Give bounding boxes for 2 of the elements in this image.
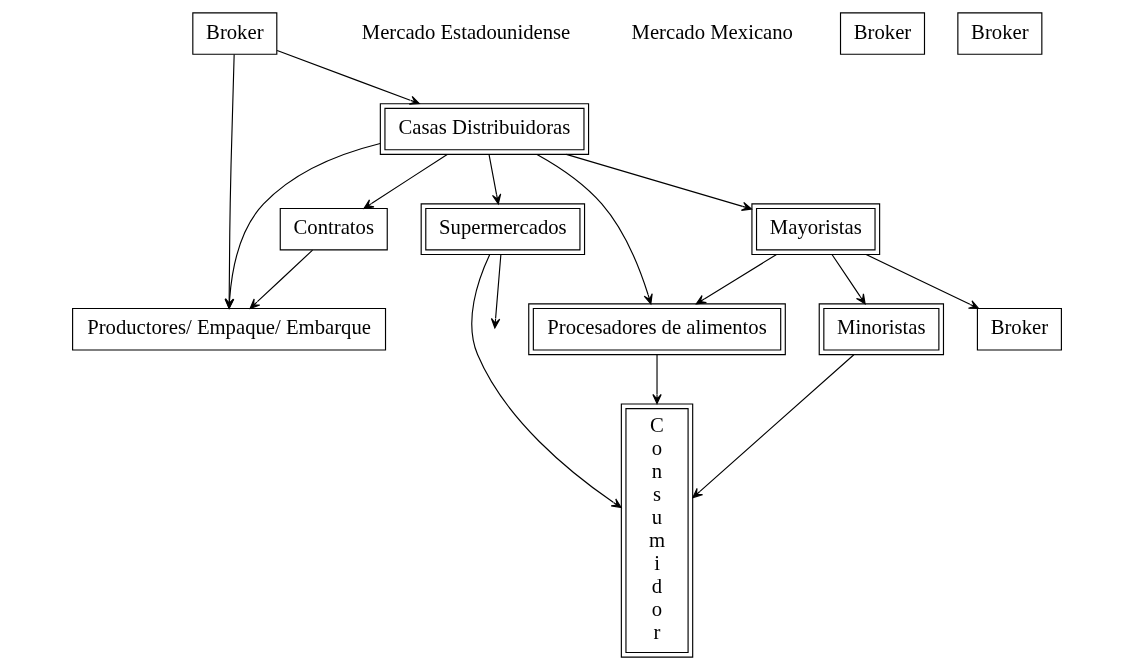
label: Mercado Estadounidense: [361, 20, 571, 43]
label: Mercado Mexicano: [631, 20, 793, 43]
